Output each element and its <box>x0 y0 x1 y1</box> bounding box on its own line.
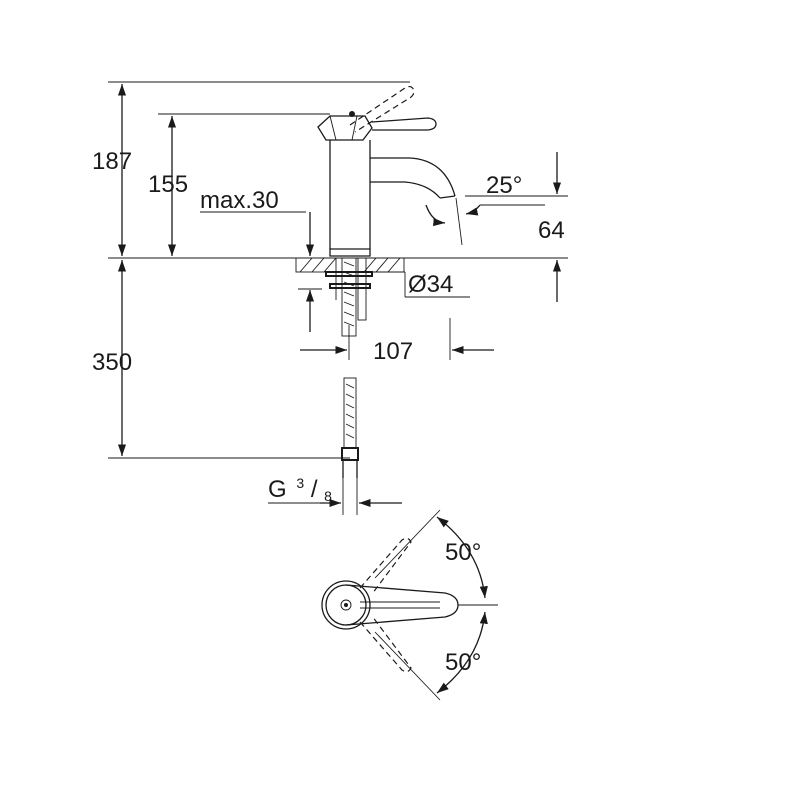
dimension-spout-angle: 25° <box>425 172 545 246</box>
connection-denominator: 8 <box>324 488 332 504</box>
hose-length-label: 350 <box>92 349 132 376</box>
dimension-hole-diameter: Ø34 <box>372 271 470 298</box>
spout-angle-label: 25° <box>486 172 522 199</box>
spout-reach-label: 107 <box>373 338 413 365</box>
dimension-overall-height: 187 <box>92 84 132 256</box>
hole-diameter-label: Ø34 <box>408 271 453 298</box>
dimension-spout-height: 64 <box>538 152 565 302</box>
lever-angle-down-label: 50° <box>445 649 481 676</box>
dimension-hose-length: 350 <box>92 260 132 456</box>
connection-prefix: G <box>268 476 287 503</box>
overall-height-label: 187 <box>92 148 132 175</box>
body-height-label: 155 <box>148 171 188 198</box>
connection-label: G 3 / 8 <box>268 467 332 504</box>
dimension-spout-reach: 107 <box>300 338 494 365</box>
connection-numerator: 3 <box>296 475 304 491</box>
lever-angle-up-label: 50° <box>445 539 481 566</box>
faucet-top-view: 50° 50° <box>321 509 498 701</box>
deck-max-label: max.30 <box>200 187 279 214</box>
faucet-side-view <box>295 85 456 478</box>
spout-height-label: 64 <box>538 217 565 244</box>
dimension-body-height: 155 <box>148 116 188 256</box>
extension-lines <box>108 81 568 515</box>
dimension-connection: G 3 / 8 <box>268 467 402 508</box>
connection-slash: / <box>311 476 318 503</box>
dimension-deck-max: max.30 <box>200 187 322 332</box>
